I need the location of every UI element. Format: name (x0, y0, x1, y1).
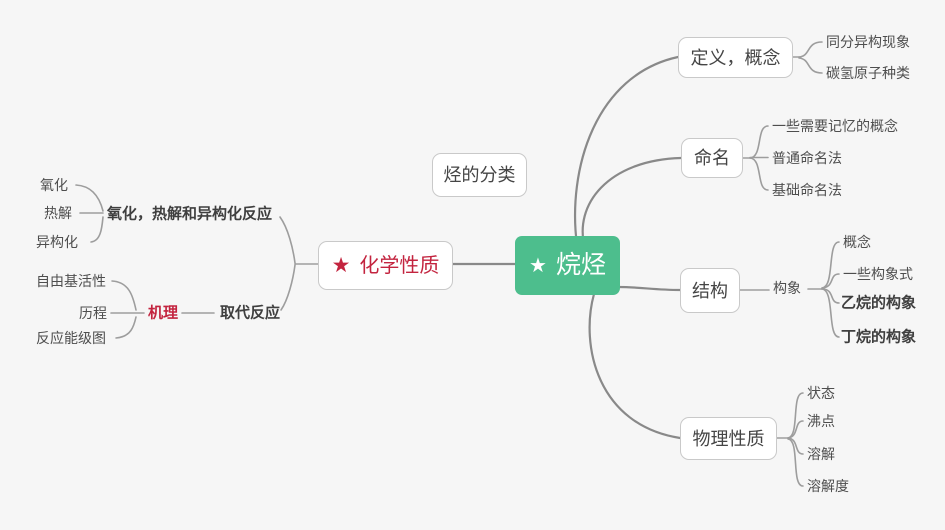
node-solubility[interactable]: 溶解度 (807, 478, 849, 494)
connector-atom-types (798, 57, 823, 74)
floating-topic-hydrocarbon-classification[interactable]: 烃的分类 (432, 153, 527, 197)
topic-definition-label: 定义，概念 (690, 47, 781, 68)
connector-root-physical (588, 292, 682, 440)
node-radical-activity[interactable]: 自由基活性 (36, 273, 106, 289)
topic-chemical-properties-label: 化学性质 (359, 254, 440, 277)
node-butane-conformation[interactable]: 丁烷的构象 (841, 328, 917, 346)
node-isomerism[interactable]: 同分异构现象 (826, 34, 910, 50)
node-boiling-point[interactable]: 沸点 (807, 413, 835, 429)
connector-ethane-conformation (821, 288, 840, 304)
connector-butane-conformation (821, 288, 840, 338)
root-topic-alkane[interactable]: ★ 烷烃 (515, 236, 620, 295)
node-mechanism[interactable]: 机理 (148, 304, 179, 322)
topic-physical-properties-label: 物理性质 (692, 428, 765, 449)
node-conformation[interactable]: 构象 (773, 280, 801, 296)
node-common-nomenclature[interactable]: 普通命名法 (772, 150, 842, 166)
topic-chemical-properties[interactable]: ★ 化学性质 (318, 241, 453, 290)
root-topic-label: 烷烃 (555, 251, 606, 279)
topic-physical-properties[interactable]: 物理性质 (680, 417, 777, 460)
topic-structure-label: 结构 (692, 280, 728, 301)
connector-dissolution (787, 437, 804, 455)
connector-state (787, 392, 804, 439)
connector-energy-diagram (115, 316, 137, 339)
node-ethane-conformation[interactable]: 乙烷的构象 (841, 294, 917, 312)
connector-conformation-formulas (821, 273, 840, 289)
node-pyrolysis[interactable]: 热解 (44, 205, 72, 221)
node-energy-diagram[interactable]: 反应能级图 (36, 330, 106, 346)
node-atom-types[interactable]: 碳氢原子种类 (826, 65, 910, 81)
topic-definition-concepts[interactable]: 定义，概念 (678, 37, 793, 78)
star-icon: ★ (331, 254, 351, 277)
node-process[interactable]: 历程 (79, 305, 107, 321)
node-substitution[interactable]: 取代反应 (220, 304, 281, 322)
connector-concepts-to-memorize (749, 125, 769, 159)
topic-structure[interactable]: 结构 (680, 268, 740, 313)
connector-chemical-oxidation-group (279, 216, 296, 264)
connector-radical-activity (111, 280, 137, 311)
floating-topic-label: 烃的分类 (443, 165, 516, 185)
connector-isomerism (798, 41, 823, 58)
topic-naming[interactable]: 命名 (681, 138, 743, 178)
connector-root-definition (573, 55, 680, 247)
connector-oxidation (75, 184, 104, 212)
connector-root-structure (616, 285, 682, 292)
node-concepts-to-memorize[interactable]: 一些需要记忆的概念 (772, 118, 898, 134)
topic-naming-label: 命名 (694, 148, 730, 168)
node-concept[interactable]: 概念 (843, 234, 871, 250)
node-conformation-formulas[interactable]: 一些构象式 (843, 266, 913, 282)
connector-basic-nomenclature (749, 157, 769, 191)
star-icon: ★ (529, 254, 547, 277)
connector-chemical-substitution (280, 264, 296, 311)
node-oxidation[interactable]: 氧化 (40, 177, 68, 193)
connector-root-naming (581, 156, 683, 250)
connector-concept (821, 241, 840, 289)
node-oxidation-group[interactable]: 氧化，热解和异构化反应 (107, 205, 273, 223)
node-state[interactable]: 状态 (807, 385, 835, 401)
node-dissolution[interactable]: 溶解 (807, 446, 835, 462)
node-basic-nomenclature[interactable]: 基础命名法 (772, 182, 842, 198)
connector-boiling-point (787, 420, 804, 439)
connector-solubility (787, 438, 804, 487)
connector-isomerization (90, 216, 104, 243)
node-isomerization[interactable]: 异构化 (36, 234, 78, 250)
